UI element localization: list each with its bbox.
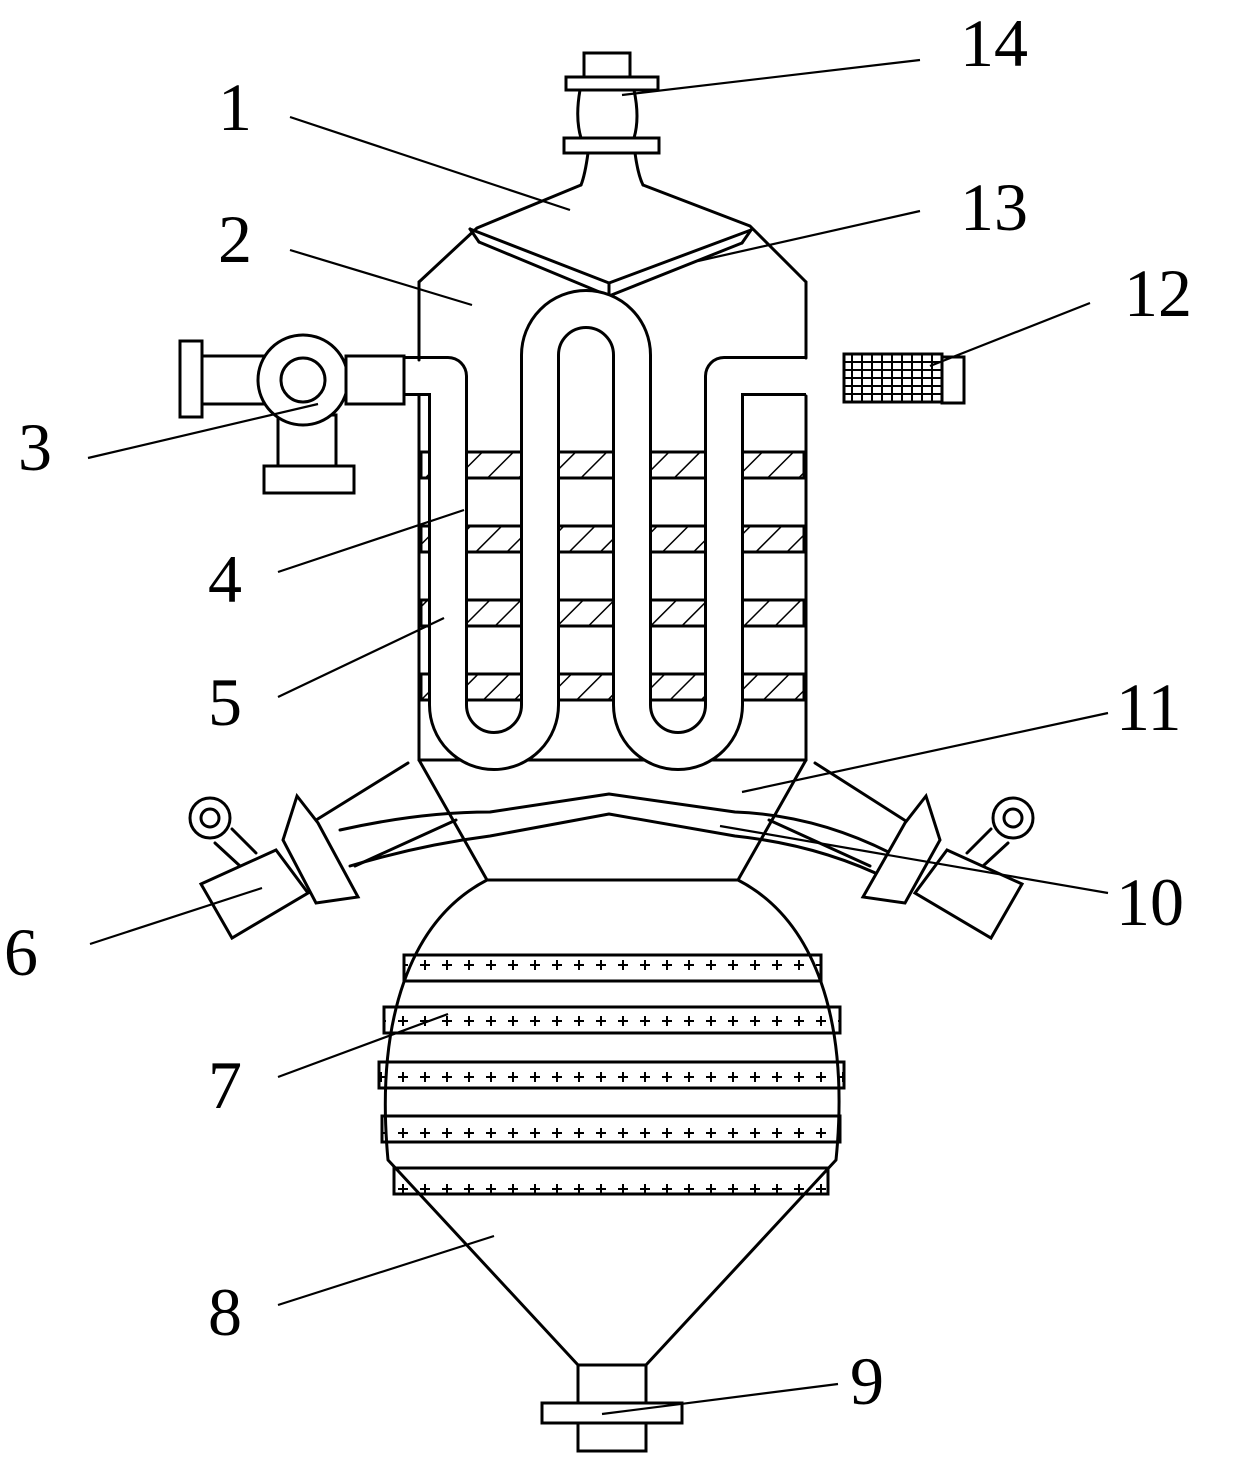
callout-6: 6 (4, 914, 38, 990)
left-pump (178, 333, 406, 495)
callout-2: 2 (218, 201, 252, 277)
callout-8: 8 (208, 1274, 242, 1350)
vessel-wall (417, 280, 808, 762)
bottom-outlet (540, 1363, 684, 1453)
callout-3: 3 (18, 409, 52, 485)
upper-vessel (417, 183, 808, 762)
top-outlet-valve (562, 51, 661, 187)
callout-1: 1 (218, 69, 252, 145)
callout-11: 11 (1116, 669, 1181, 745)
callout-4: 4 (208, 541, 242, 617)
callout-13: 13 (960, 169, 1028, 245)
right-filter (806, 352, 966, 405)
callout-5: 5 (208, 664, 242, 740)
callout-9: 9 (850, 1343, 884, 1419)
callout-10: 10 (1116, 864, 1184, 940)
serpentine-coil (348, 289, 843, 771)
callout-14: 14 (960, 5, 1028, 81)
distribution-pipe (338, 792, 902, 882)
media-layers (377, 953, 846, 1196)
hood-baffle (468, 227, 753, 298)
left-nozzle (188, 761, 458, 941)
leader-lines (87, 58, 1109, 1416)
callout-7: 7 (208, 1047, 242, 1123)
callout-12: 12 (1124, 255, 1192, 331)
transition-cone (417, 758, 808, 882)
callout-labels: 1 2 3 4 5 6 7 8 9 10 11 12 13 14 (4, 5, 1192, 1419)
